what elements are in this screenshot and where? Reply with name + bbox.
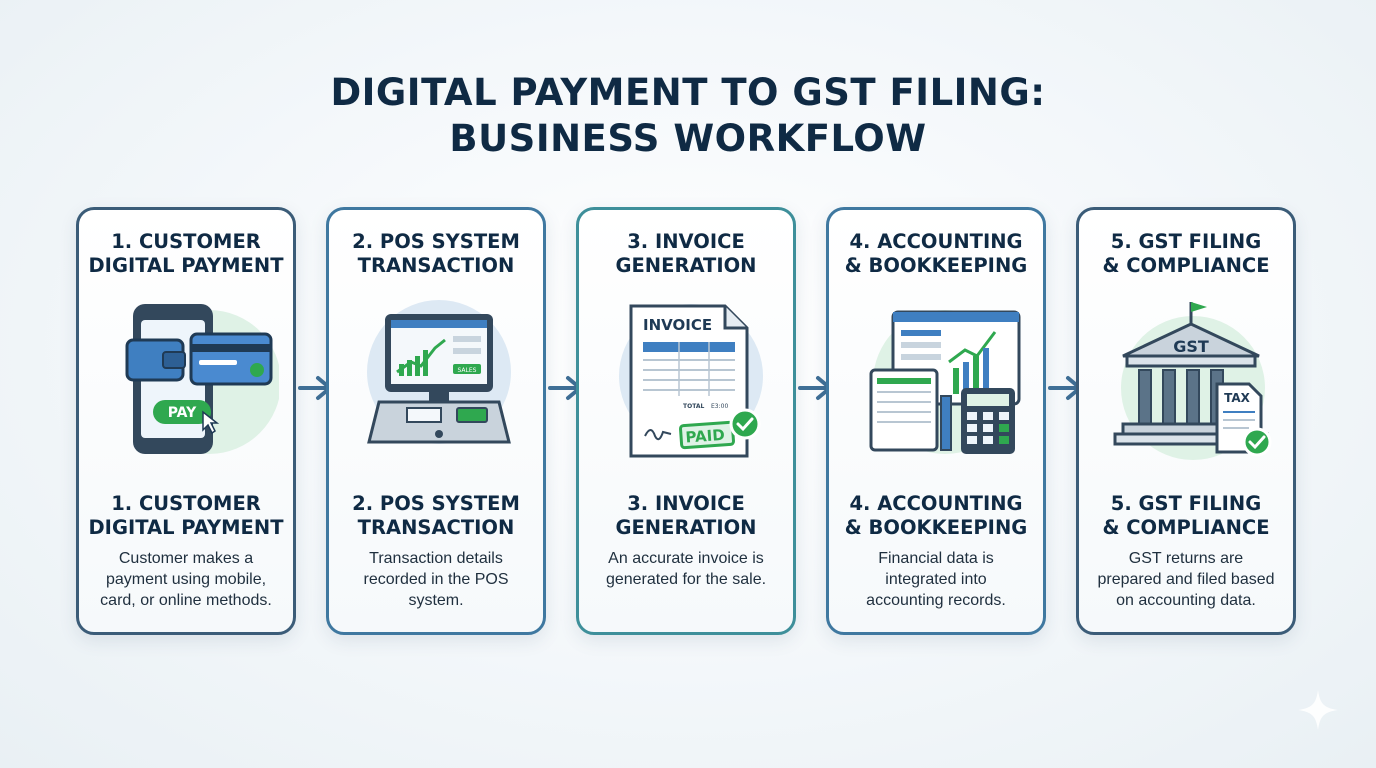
page-title: DIGITAL PAYMENT TO GST FILING: BUSINESS …: [330, 71, 1046, 160]
mobile-payment-icon: PAY: [125, 304, 279, 454]
step-description: An accurate invoice is generated for the…: [605, 550, 767, 588]
step-card-customer-payment: 1. CUSTOMER DIGITAL PAYMENT PAY 1. CUSTO…: [76, 207, 296, 635]
step-heading: 3. INVOICE GENERATION: [615, 492, 757, 539]
step-heading: 5. GST FILING & COMPLIANCE: [1102, 492, 1270, 539]
accounting-icon: [869, 310, 1021, 454]
invoice-total-amount: E3:00: [711, 403, 728, 410]
step-description: Customer makes a payment using mobile, c…: [100, 550, 272, 609]
sales-label: SALES: [458, 367, 477, 374]
gst-building-icon: GST TAX: [1113, 302, 1272, 460]
step-heading-top: 4. ACCOUNTING & BOOKKEEPING: [844, 230, 1028, 277]
step-heading-top: 5. GST FILING & COMPLIANCE: [1102, 230, 1270, 277]
step-card-gst-filing: 5. GST FILING & COMPLIANCE GST TAX 5. GS…: [1076, 207, 1296, 635]
step-description: GST returns are prepared and filed based…: [1097, 550, 1275, 609]
step-description: Transaction details recorded in the POS …: [363, 550, 509, 609]
step-heading: 2. POS SYSTEM TRANSACTION: [352, 492, 520, 539]
step-card-invoice-generation: 3. INVOICE GENERATION INVOICE TOTAL E3:0…: [576, 207, 796, 635]
pos-terminal-icon: SALES: [367, 300, 511, 444]
step-heading: 4. ACCOUNTING & BOOKKEEPING: [844, 492, 1028, 539]
step-heading-top: 2. POS SYSTEM TRANSACTION: [352, 230, 520, 277]
gst-building-label: GST: [1173, 337, 1209, 356]
step-card-accounting: 4. ACCOUNTING & BOOKKEEPING 4. ACCOUNTIN…: [826, 207, 1046, 635]
step-heading: 1. CUSTOMER DIGITAL PAYMENT: [88, 492, 284, 539]
pay-button-label: PAY: [168, 405, 197, 421]
sparkle-icon: [1298, 690, 1338, 730]
invoice-heading: INVOICE: [643, 316, 712, 334]
invoice-icon: INVOICE TOTAL E3:00 PAID: [619, 304, 763, 458]
tax-form-label: TAX: [1224, 391, 1251, 405]
invoice-total-label: TOTAL: [683, 403, 704, 410]
step-heading-top: 3. INVOICE GENERATION: [615, 230, 757, 277]
step-heading-top: 1. CUSTOMER DIGITAL PAYMENT: [88, 230, 284, 277]
step-description: Financial data is integrated into accoun…: [866, 550, 1006, 609]
paid-stamp: PAID: [685, 426, 725, 447]
step-card-pos-transaction: 2. POS SYSTEM TRANSACTION SALES 2. POS S…: [326, 207, 546, 635]
